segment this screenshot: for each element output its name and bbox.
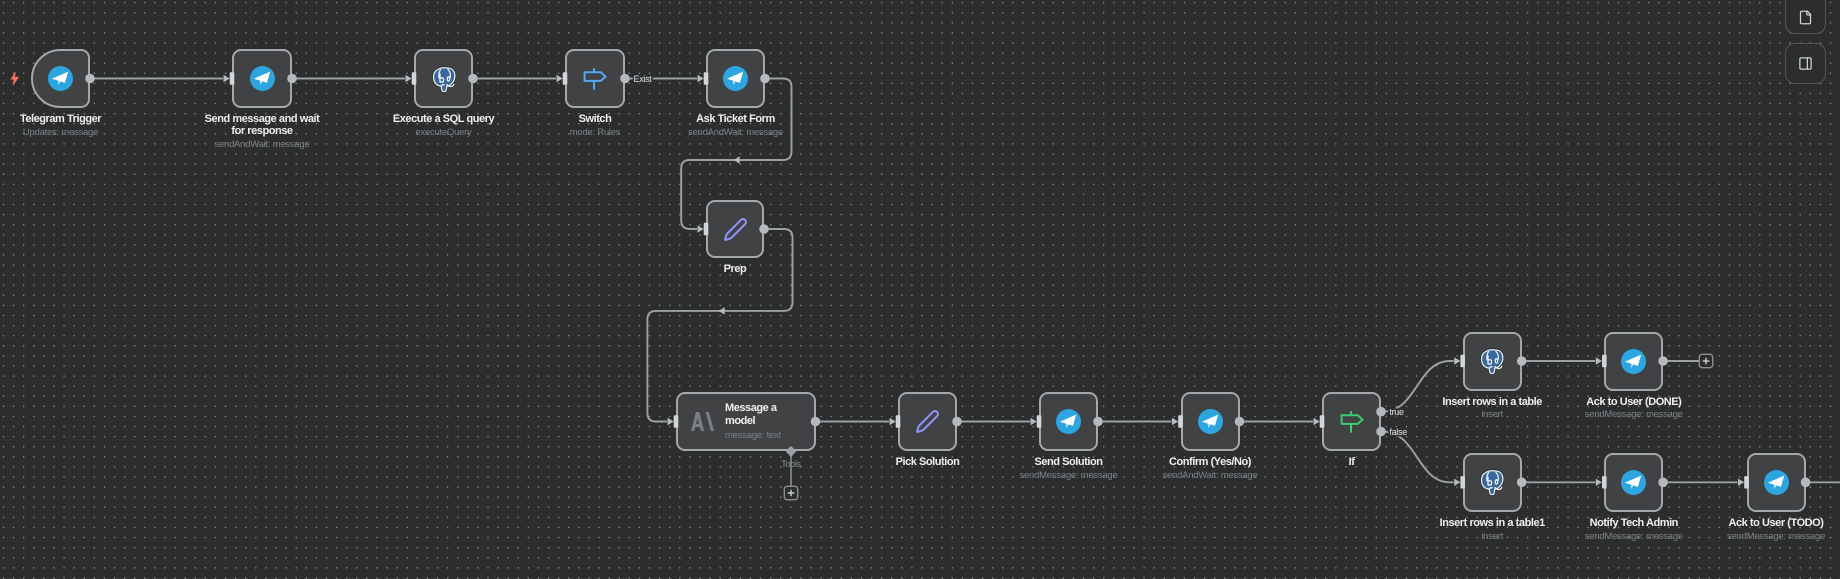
svg-text:true: true <box>1389 407 1404 417</box>
svg-text:true: true <box>1389 407 1404 417</box>
svg-text:false: false <box>1389 427 1407 437</box>
svg-text:false: false <box>1389 427 1407 437</box>
svg-text:Exist: Exist <box>634 74 653 84</box>
svg-text:Tools: Tools <box>781 459 801 469</box>
svg-text:Exist: Exist <box>634 74 653 84</box>
